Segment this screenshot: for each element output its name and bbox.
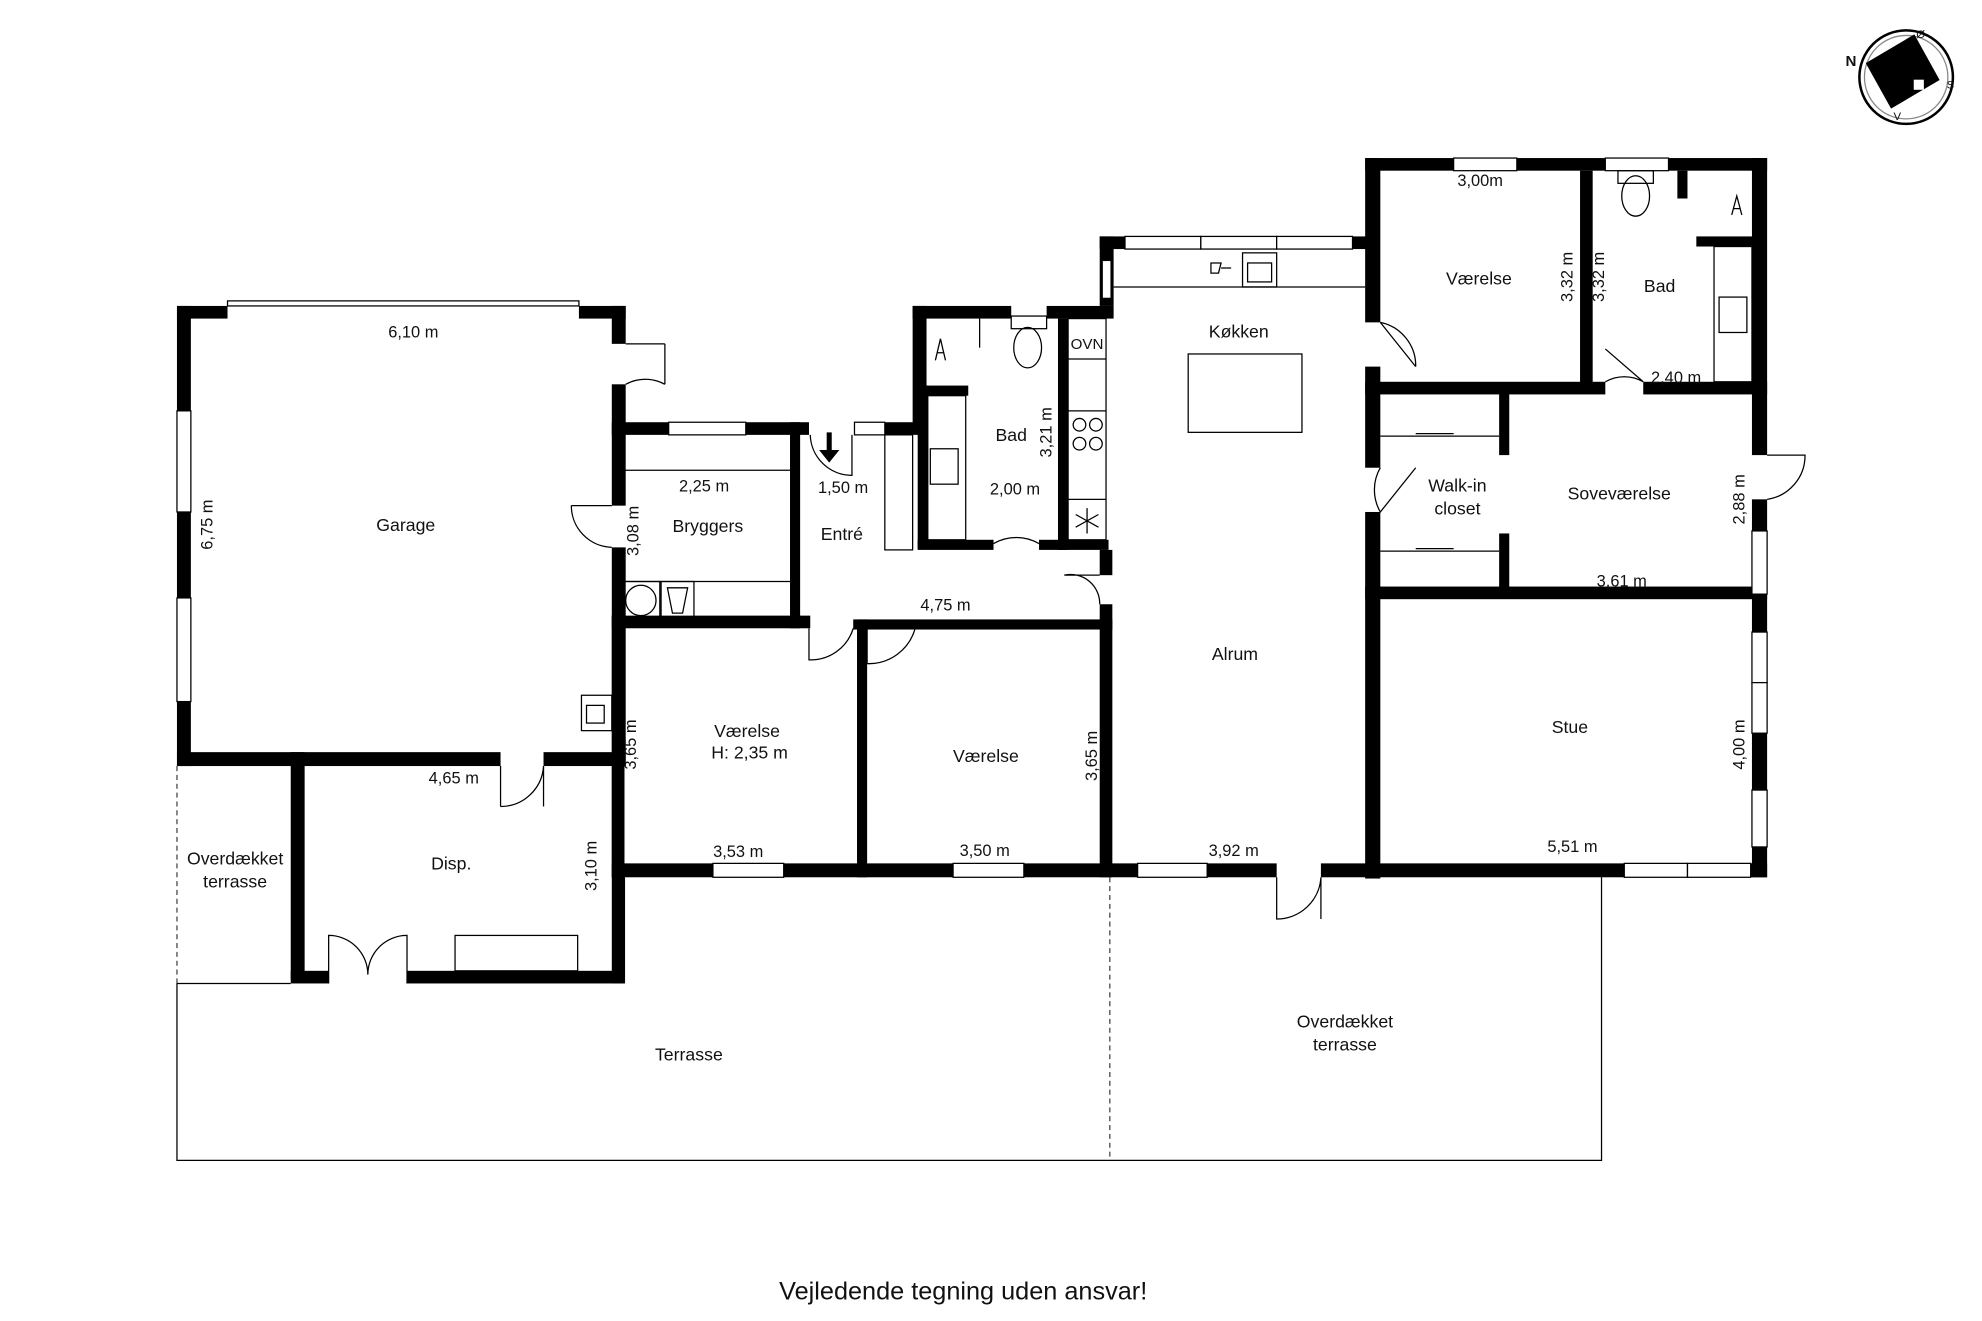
dim-vaerelse2-width: 3,50 m xyxy=(960,842,1010,860)
room-overdaekket-left-line2: terrasse xyxy=(203,871,267,891)
room-vaerelse-top: Værelse xyxy=(1446,268,1512,288)
room-overdaekket-left-line1: Overdækket xyxy=(187,849,283,869)
room-overdaekket-right-line2: terrasse xyxy=(1313,1034,1377,1054)
entrance-arrow-icon xyxy=(819,432,840,463)
room-garage: Garage xyxy=(376,515,435,535)
room-stue: Stue xyxy=(1552,717,1589,737)
dim-stue-height: 4,00 m xyxy=(1730,719,1748,769)
room-entre: Entré xyxy=(821,524,863,544)
room-bryggers: Bryggers xyxy=(672,516,743,536)
fixtures xyxy=(176,170,1753,1162)
house-compass-icon xyxy=(1865,34,1940,109)
dim-entre-width: 1,50 m xyxy=(818,479,868,497)
dim-bad2-height: 3,32 m xyxy=(1590,252,1608,302)
dim-bryggers-height: 3,08 m xyxy=(624,506,642,556)
room-disp: Disp. xyxy=(431,854,471,874)
compass-o: Ø xyxy=(1916,29,1925,41)
room-alrum: Alrum xyxy=(1212,644,1258,664)
dim-bryggers-width: 2,25 m xyxy=(679,478,729,496)
room-overdaekket-right-line1: Overdækket xyxy=(1297,1012,1393,1032)
room-bad-2: Bad xyxy=(1644,276,1675,296)
room-sovevaerelse: Soveværelse xyxy=(1568,483,1671,503)
compass-s: S xyxy=(1947,80,1955,92)
room-walkin-line1: Walk-in xyxy=(1428,476,1486,496)
dim-vaerelse-top-height: 3,32 m xyxy=(1558,252,1576,302)
room-vaerelse-1: Værelse xyxy=(714,721,780,741)
dim-bad2-width: 2,40 m xyxy=(1651,369,1701,387)
room-walkin-line2: closet xyxy=(1434,499,1480,519)
doors xyxy=(328,321,1806,984)
room-bad-1: Bad xyxy=(995,425,1026,445)
dim-vaerelse-top-width: 3,00m xyxy=(1457,172,1503,190)
dim-garage-height: 6,75 m xyxy=(198,500,216,550)
dim-vaerelse2-height: 3,65 m xyxy=(1083,731,1101,781)
dim-sove-width: 3,61 m xyxy=(1597,573,1647,591)
room-vaerelse-1-height: H: 2,35 m xyxy=(711,742,788,762)
dim-alrum-width: 3,92 m xyxy=(1209,842,1259,860)
dim-sove-height: 2,88 m xyxy=(1730,474,1748,524)
caption-disclaimer: Vejledende tegning uden ansvar! xyxy=(779,1277,1147,1305)
room-vaerelse-2: Værelse xyxy=(953,746,1019,766)
compass-n: N xyxy=(1845,53,1856,70)
dim-disp-width: 4,65 m xyxy=(429,770,479,788)
room-kokken: Køkken xyxy=(1209,322,1269,342)
compass: N Ø S V xyxy=(1845,29,1955,126)
dim-disp-height: 3,10 m xyxy=(583,841,601,891)
dim-stue-width: 5,51 m xyxy=(1547,838,1597,856)
room-labels: Garage Bryggers Entré Bad OVN Køkken Alr… xyxy=(187,268,1675,1064)
room-terrasse: Terrasse xyxy=(655,1045,723,1065)
dim-garage-width: 6,10 m xyxy=(388,324,438,342)
compass-v: V xyxy=(1894,111,1902,123)
dim-bad1-height: 3,21 m xyxy=(1038,407,1056,457)
dim-bad1-width: 2,00 m xyxy=(990,480,1040,498)
dimension-labels: 6,10 m 6,75 m 2,25 m 3,08 m 1,50 m 2,00 … xyxy=(198,172,1748,891)
windows xyxy=(176,157,1768,878)
dim-vaerelse1-width: 3,53 m xyxy=(713,843,763,861)
dim-hall-width: 4,75 m xyxy=(920,597,970,615)
label-ovn: OVN xyxy=(1071,336,1104,353)
dim-vaerelse1-height: 3,65 m xyxy=(622,719,640,769)
